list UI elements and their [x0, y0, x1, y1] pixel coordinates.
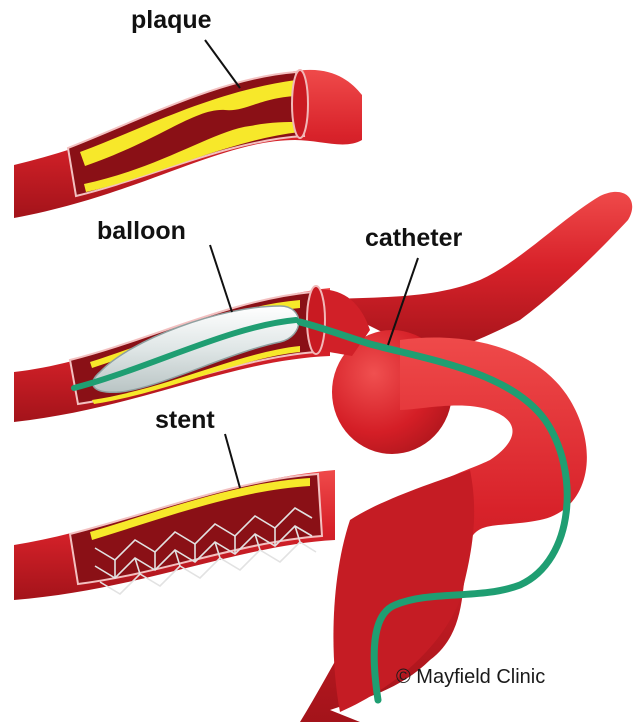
stent-label: stent [155, 408, 215, 433]
balloon-leader [210, 245, 232, 312]
balloon-artery [14, 288, 330, 422]
stent-leader [225, 434, 240, 488]
plaque-label: plaque [131, 8, 212, 33]
catheter-label: catheter [365, 226, 462, 251]
copyright-notice: © Mayfield Clinic [396, 666, 545, 689]
plaque-artery [14, 70, 362, 218]
plaque-leader [205, 40, 240, 88]
balloon-label: balloon [97, 219, 186, 244]
main-artery [300, 192, 632, 722]
stent-artery [14, 470, 335, 600]
